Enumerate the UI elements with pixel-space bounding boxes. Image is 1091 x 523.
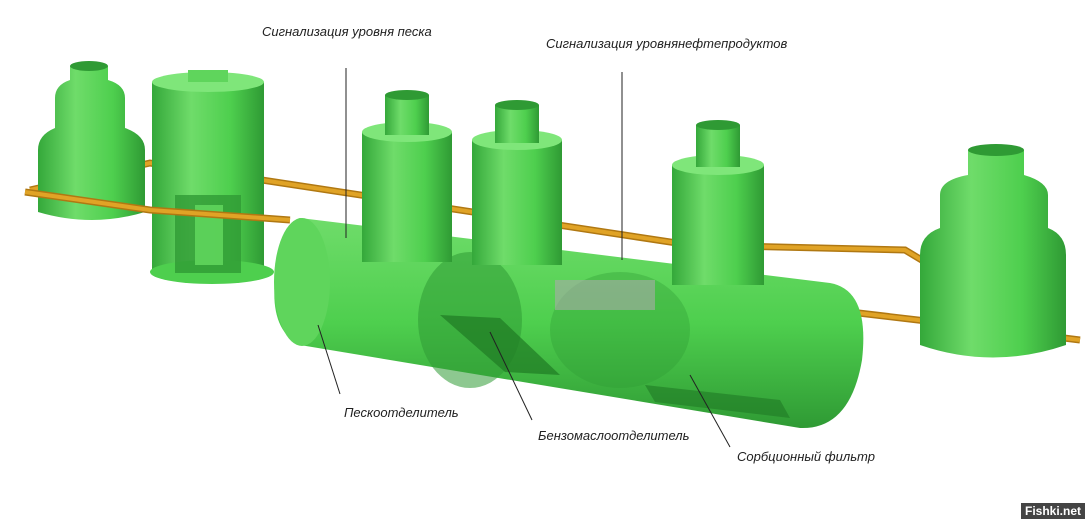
inlet-well [38,61,145,220]
leader-lines [317,68,731,448]
oil-alarm-label: Сигнализация уровнянефтепродуктов [546,36,788,51]
sorption-filter-label: Сорбционный фильтр [737,449,875,464]
riser-3 [672,120,764,285]
riser-2 [472,100,562,265]
outlet-well [920,144,1066,358]
oil-separator-label: Бензомаслоотделитель [538,428,690,443]
pump-column [150,70,274,284]
sand-separator-label: Пескоотделитель [344,405,459,420]
sand-alarm-label: Сигнализация уровня песка [262,24,432,39]
watermark: Fishki.net [1020,503,1085,519]
riser-1 [362,90,452,262]
